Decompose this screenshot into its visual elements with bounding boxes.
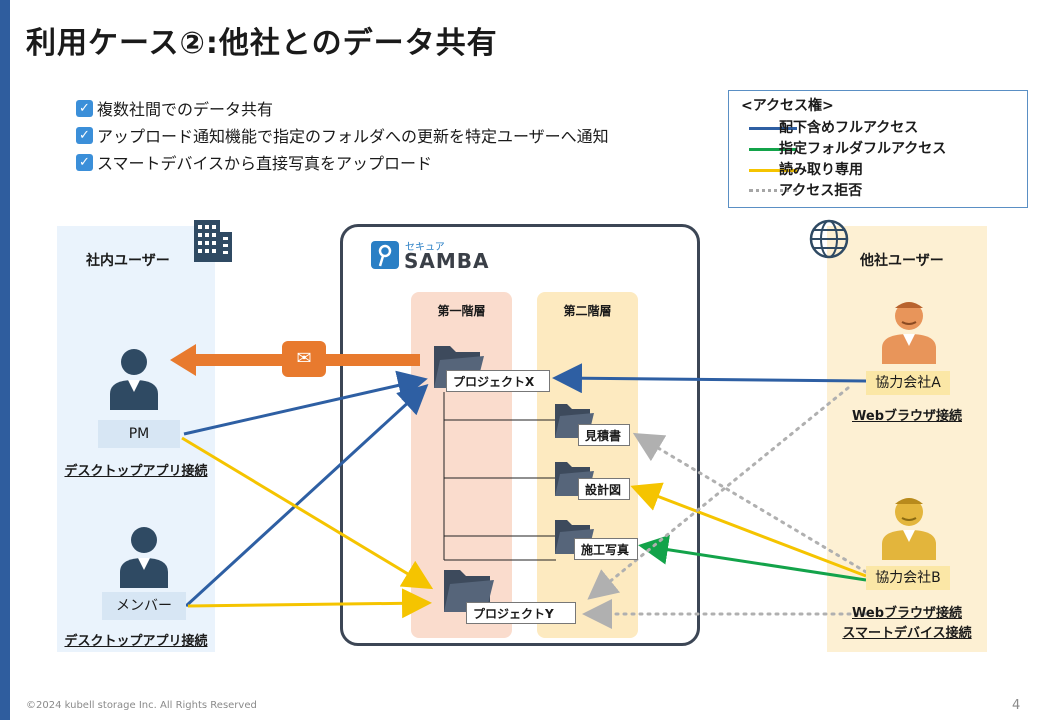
tier2-label: 第二階層 — [563, 304, 612, 318]
globe-icon — [809, 219, 849, 259]
bullet-text: 複数社間でのデータ共有 — [97, 100, 274, 119]
partner-b-to-photo — [638, 534, 867, 582]
person-icon — [110, 349, 158, 410]
checkbox-icon: ✓ — [76, 153, 93, 171]
partner-b-to-design — [630, 482, 867, 578]
legend-line-deny — [749, 189, 797, 192]
user-partner-b: 協力会社B — [866, 566, 950, 590]
person-icon — [882, 302, 936, 364]
partner-a-connection: Webブラウザ接続 — [852, 409, 962, 424]
checkbox-icon: ✓ — [76, 126, 93, 144]
legend-line-readonly — [749, 169, 797, 172]
page-number: 4 — [1012, 698, 1021, 713]
pm-to-project-x — [183, 370, 428, 436]
folder-tree-lines — [443, 392, 556, 561]
checkbox-icon: ✓ — [76, 99, 93, 117]
accent-bar — [0, 0, 10, 720]
building-icon — [194, 220, 232, 262]
user-pm: PM — [98, 420, 180, 448]
member-connection: デスクトップアプリ接続 — [64, 634, 208, 649]
user-partner-a: 協力会社A — [866, 371, 950, 395]
samba-brand: SAMBA — [404, 249, 490, 273]
slide-title: 利用ケース②:他社とのデータ共有 — [26, 26, 498, 61]
bullet-item: ✓ アップロード通知機能で指定のフォルダへの更新を特定ユーザーへ通知 — [76, 123, 609, 147]
legend-label: 配下含めフルアクセス — [779, 120, 919, 136]
mail-icon: ✉ — [282, 341, 326, 377]
legend-title: <アクセス権> — [741, 98, 834, 114]
legend-label: 指定フォルダフルアクセス — [779, 141, 947, 157]
pm-to-project-y — [181, 436, 434, 590]
bullet-item: ✓ スマートデバイスから直接写真をアップロード — [76, 150, 432, 174]
legend-line-full — [749, 127, 797, 130]
samba-brand-sub: セキュア — [405, 242, 445, 253]
person-icon — [882, 498, 936, 560]
samba-key-icon — [371, 241, 399, 269]
member-to-project-y — [187, 588, 432, 619]
member-to-project-x — [184, 383, 429, 608]
internal-zone-title: 社内ユーザー — [86, 253, 170, 269]
bullet-text: スマートデバイスから直接写真をアップロード — [97, 154, 433, 173]
folder-project-y[interactable]: プロジェクトY — [466, 602, 576, 624]
pm-connection: デスクトップアプリ接続 — [64, 464, 208, 479]
legend-line-folder — [749, 148, 797, 151]
partner-a-to-project-x — [552, 363, 867, 394]
folder-estimate[interactable]: 見積書 — [578, 424, 630, 446]
folder-photo[interactable]: 施工写真 — [574, 538, 638, 560]
external-zone-title: 他社ユーザー — [860, 253, 944, 269]
tier1-label: 第一階層 — [437, 304, 486, 318]
copyright-footer: ©2024 kubell storage Inc. All Rights Res… — [26, 700, 257, 711]
partner-b-connection: Webブラウザ接続 — [852, 606, 962, 621]
partner-b-connection-2: スマートデバイス接続 — [842, 626, 972, 641]
user-member: メンバー — [102, 592, 186, 620]
partner-a-deny-project-y — [587, 386, 850, 600]
legend-label: アクセス拒否 — [779, 183, 863, 199]
legend-label: 読み取り専用 — [779, 162, 863, 178]
access-legend: <アクセス権> 配下含めフルアクセス 指定フォルダフルアクセス 読み取り専用 ア… — [728, 90, 1028, 208]
bullet-item: ✓ 複数社間でのデータ共有 — [76, 96, 273, 120]
folder-design[interactable]: 設計図 — [578, 478, 630, 500]
person-icon — [120, 527, 168, 588]
folder-project-x[interactable]: プロジェクトX — [446, 370, 550, 392]
bullet-text: アップロード通知機能で指定のフォルダへの更新を特定ユーザーへ通知 — [97, 127, 609, 146]
